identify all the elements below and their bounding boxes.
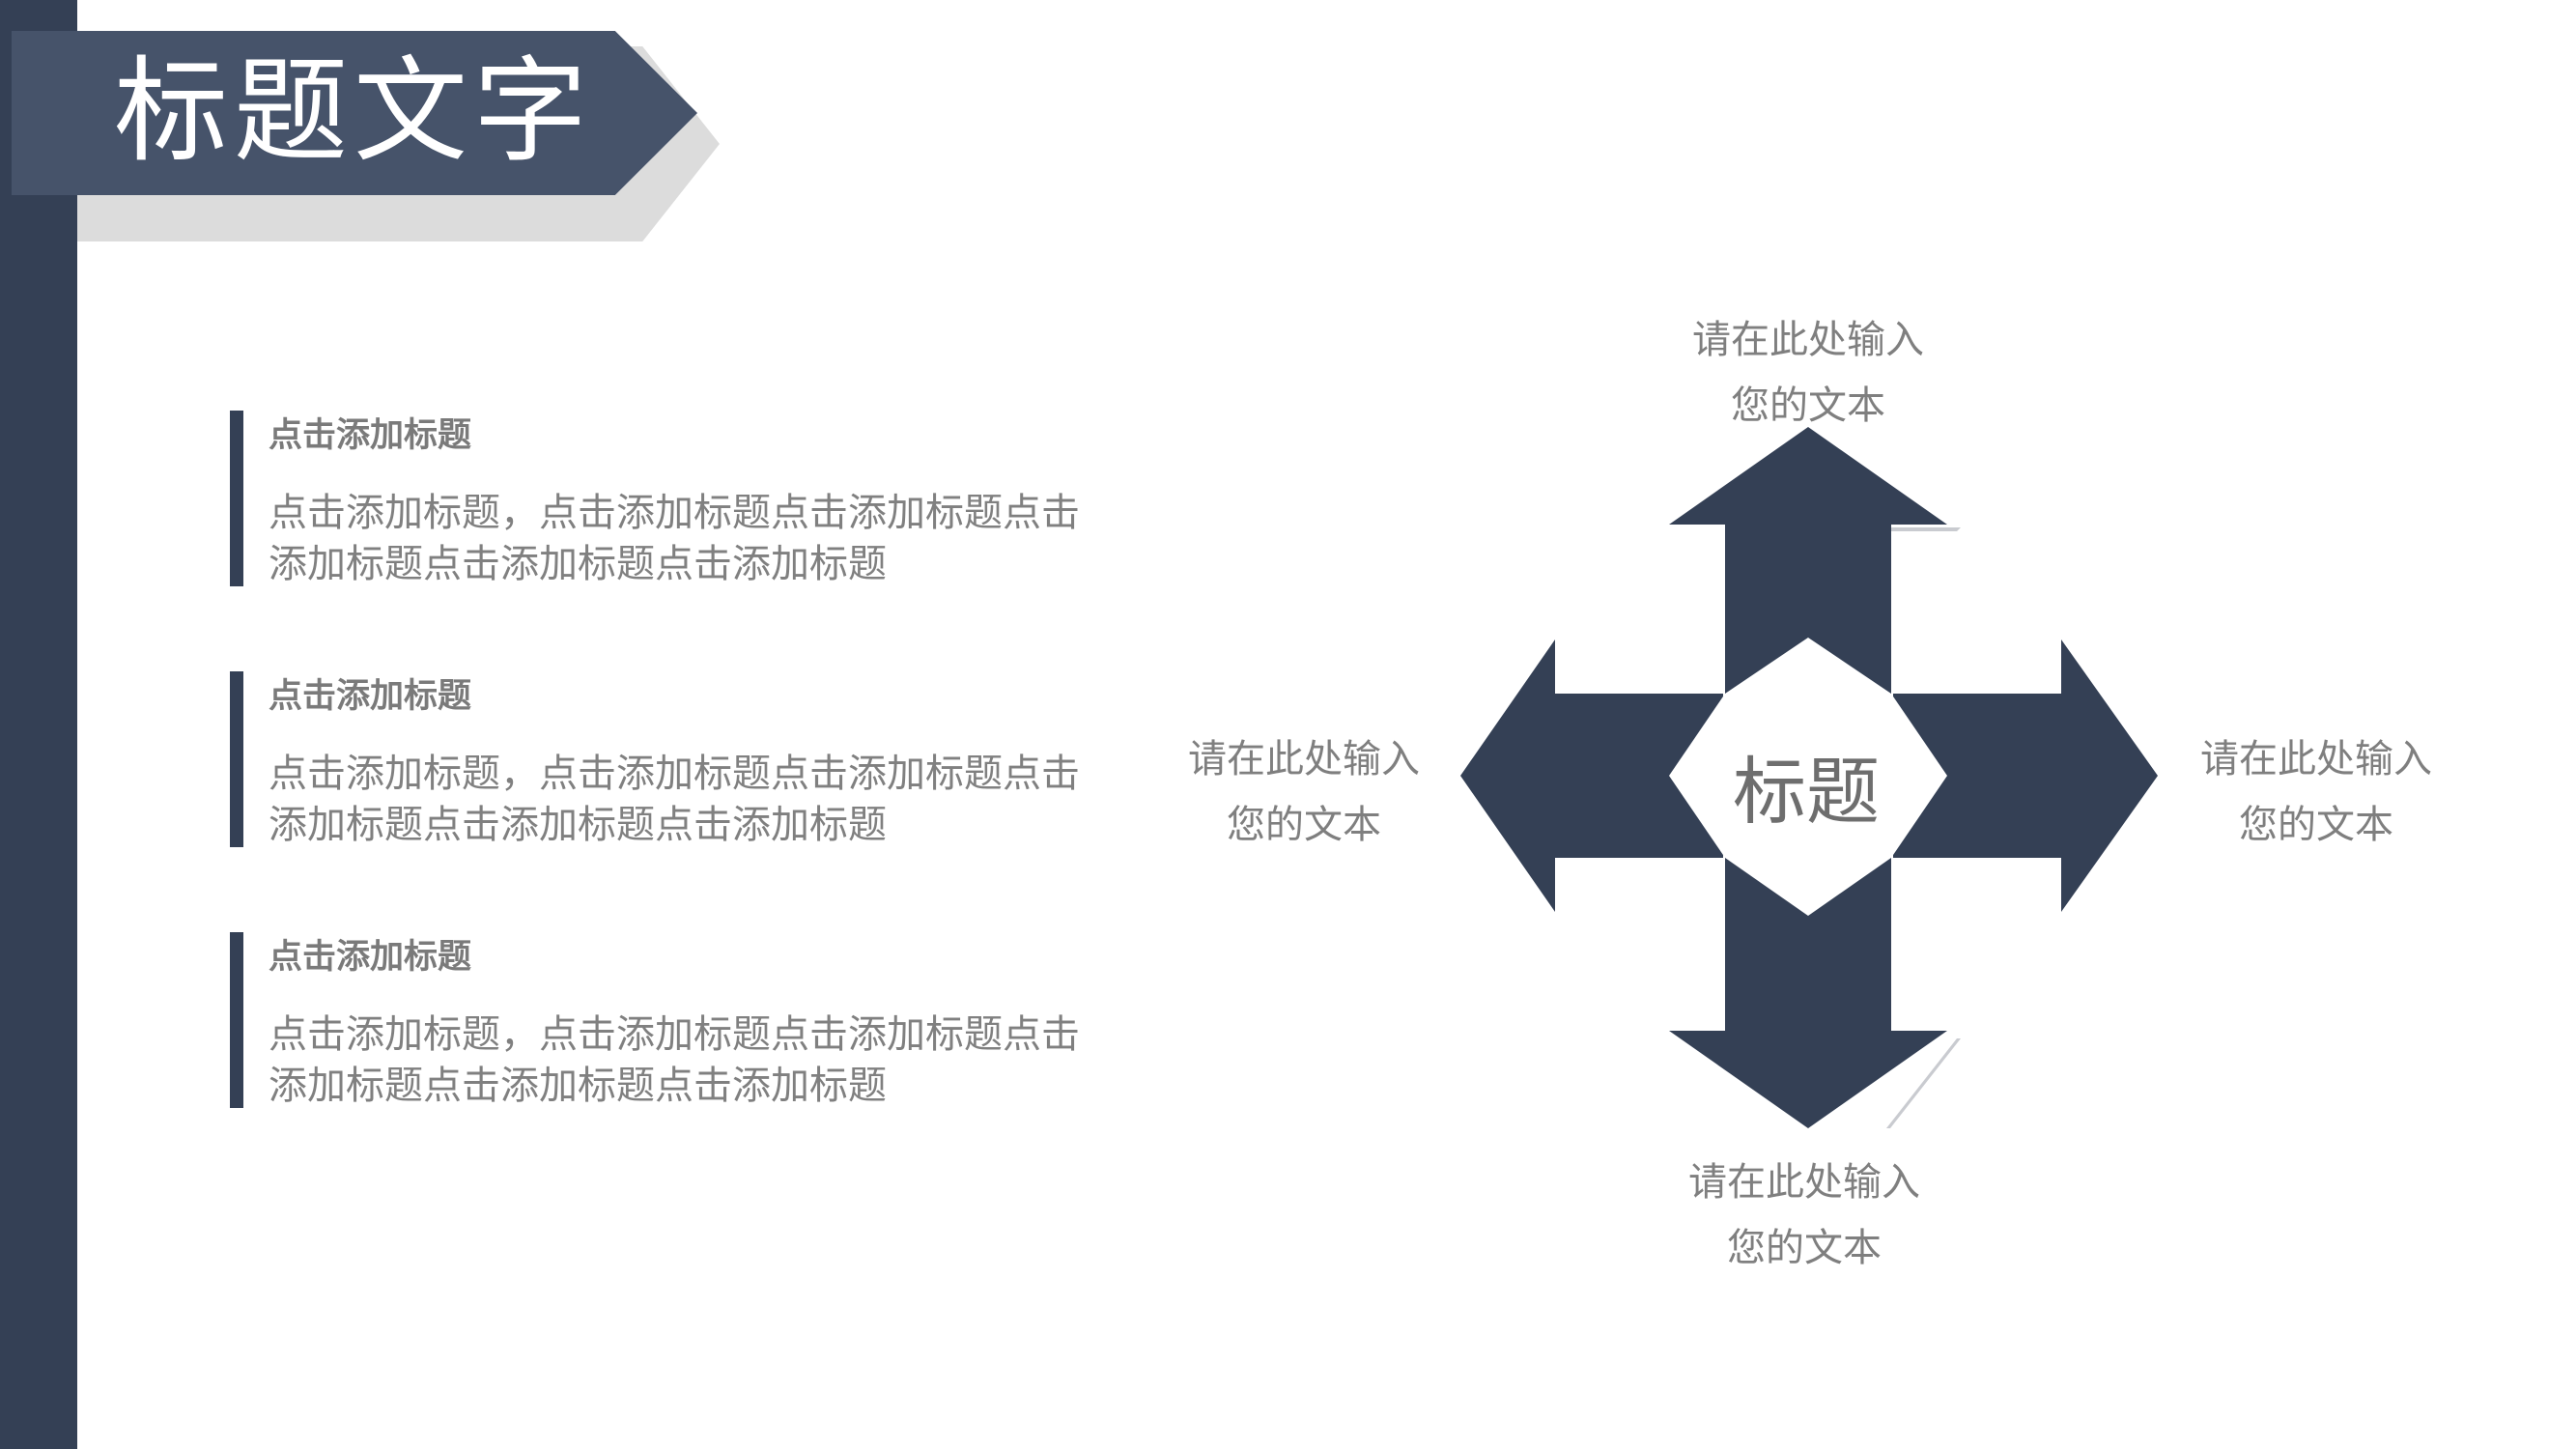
top-label[interactable]: 请在此处输入 您的文本 <box>1654 307 1963 439</box>
title-ribbon <box>12 31 697 195</box>
entry-heading[interactable]: 点击添加标题 <box>269 938 472 977</box>
entry-body[interactable]: 点击添加标题，点击添加标题点击添加标题点击添加标题点击添加标题点击添加标题 <box>269 752 1080 847</box>
text-entry-2: 点击添加标题 点击添加标题，点击添加标题点击添加标题点击添加标题点击添加标题点击… <box>230 671 1080 894</box>
entry-accent-bar <box>230 671 243 847</box>
label-line-2: 您的文本 <box>1727 1226 1882 1270</box>
arrow-shadow <box>1886 1038 1961 1128</box>
center-title[interactable]: 标题 <box>1733 749 1880 835</box>
label-line-2: 您的文本 <box>1731 384 1885 428</box>
text-entry-1: 点击添加标题 点击添加标题，点击添加标题点击添加标题点击添加标题点击添加标题点击… <box>230 411 1080 633</box>
entry-heading[interactable]: 点击添加标题 <box>269 677 472 716</box>
label-line-1: 请在此处输入 <box>2200 737 2432 781</box>
up-arrow[interactable] <box>1669 427 1947 694</box>
right-label[interactable]: 请在此处输入 您的文本 <box>2162 726 2471 858</box>
left-arrow[interactable] <box>1460 639 1723 912</box>
entry-accent-bar <box>230 932 243 1108</box>
text-entry-3: 点击添加标题 点击添加标题，点击添加标题点击添加标题点击添加标题点击添加标题点击… <box>230 932 1080 1154</box>
right-arrow[interactable] <box>1893 639 2158 912</box>
entry-body[interactable]: 点击添加标题，点击添加标题点击添加标题点击添加标题点击添加标题点击添加标题 <box>269 1012 1080 1108</box>
entry-heading[interactable]: 点击添加标题 <box>269 416 472 455</box>
center-diamond[interactable] <box>1669 638 1947 916</box>
entry-body[interactable]: 点击添加标题，点击添加标题点击添加标题点击添加标题点击添加标题点击添加标题 <box>269 491 1080 586</box>
bottom-label[interactable]: 请在此处输入 您的文本 <box>1650 1150 1959 1281</box>
label-line-1: 请在此处输入 <box>1688 1160 1920 1205</box>
label-line-1: 请在此处输入 <box>1188 737 1420 781</box>
left-label[interactable]: 请在此处输入 您的文本 <box>1149 726 1458 858</box>
entry-accent-bar <box>230 411 243 586</box>
label-line-1: 请在此处输入 <box>1692 318 1924 362</box>
label-line-2: 您的文本 <box>2239 803 2393 847</box>
label-line-2: 您的文本 <box>1227 803 1381 847</box>
page-title[interactable]: 标题文字 <box>114 44 594 178</box>
down-arrow[interactable] <box>1669 858 1947 1128</box>
left-accent-bar <box>0 0 77 1449</box>
